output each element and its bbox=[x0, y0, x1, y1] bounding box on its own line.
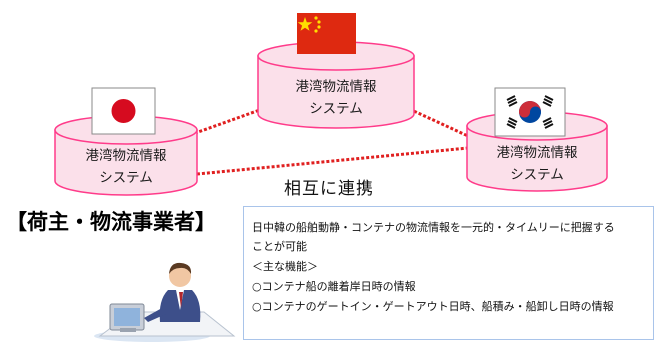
china-flag-icon bbox=[297, 13, 356, 54]
features-heading: ＜主な機能＞ bbox=[252, 260, 318, 273]
connection-lines bbox=[186, 105, 469, 177]
system-label-line1: 港湾物流情報 bbox=[85, 148, 167, 164]
system-label-line1: 港湾物流情報 bbox=[496, 145, 578, 161]
office-worker-icon bbox=[94, 262, 236, 342]
link-japan-korea bbox=[186, 146, 469, 177]
link-china-korea bbox=[404, 105, 469, 138]
system-label-line2: システム bbox=[309, 101, 363, 117]
feature-item: ○コンテナ船の離着岸日時の情報 bbox=[252, 280, 416, 293]
stakeholder-heading: 【荷主・物流事業者】 bbox=[6, 210, 216, 234]
info-line: 日中韓の船舶動静・コンテナの物流情報を一元的・タイムリーに把握する bbox=[252, 221, 615, 234]
info-box: 日中韓の船舶動静・コンテナの物流情報を一元的・タイムリーに把握する ことが可能 … bbox=[243, 206, 654, 340]
feature-item: ○コンテナのゲートイン・ゲートアウト日時、船積み・船卸し日時の情報 bbox=[252, 300, 614, 313]
system-label-korea: 港湾物流情報 システム bbox=[467, 142, 607, 186]
system-label-line1: 港湾物流情報 bbox=[295, 79, 377, 95]
system-label-china: 港湾物流情報 システム bbox=[266, 76, 406, 120]
link-china-japan bbox=[186, 105, 269, 138]
relation-label: 相互に連携 bbox=[284, 179, 374, 199]
system-label-line2: システム bbox=[510, 167, 564, 183]
info-line: ことが可能 bbox=[252, 240, 307, 253]
japan-flag-icon bbox=[91, 87, 156, 135]
korea-flag-icon bbox=[494, 87, 566, 137]
system-cylinder-japan bbox=[54, 115, 198, 196]
system-label-line2: システム bbox=[99, 170, 153, 186]
system-label-japan: 港湾物流情報 システム bbox=[56, 145, 196, 189]
